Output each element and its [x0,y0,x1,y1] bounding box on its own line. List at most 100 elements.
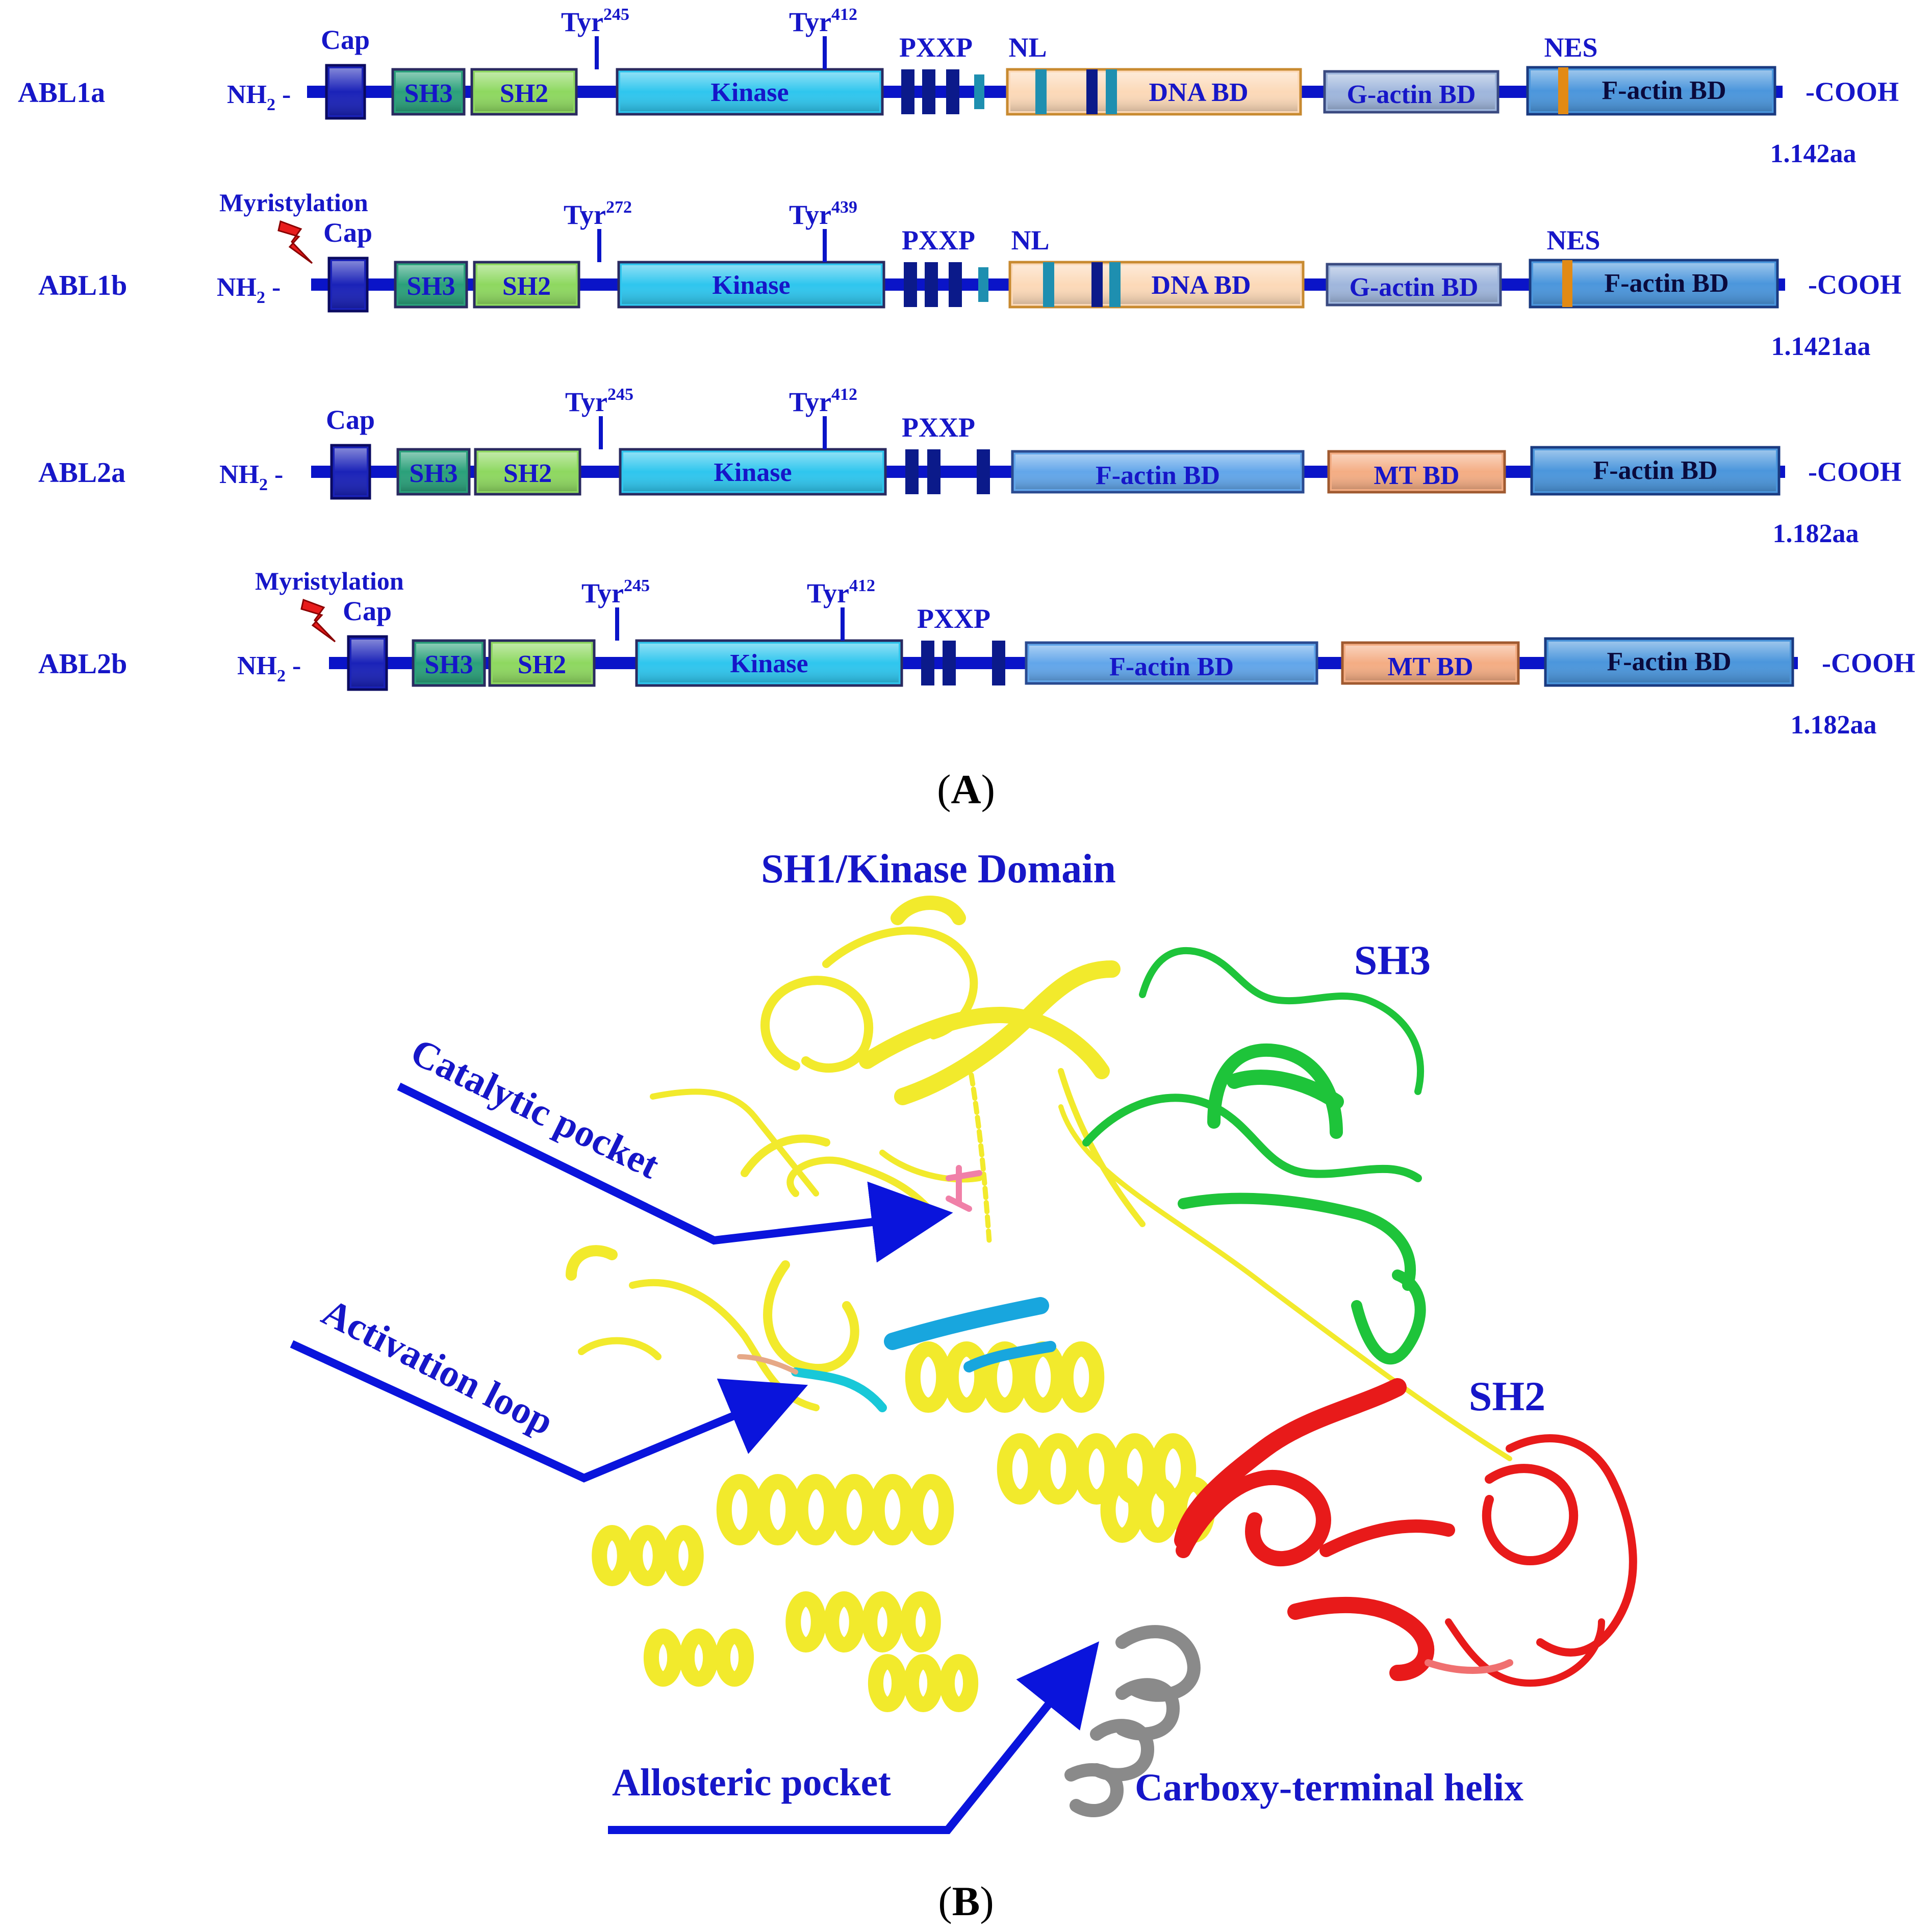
helix-turn [862,1591,903,1653]
cap-label: Cap [321,24,370,55]
pxxp-motif [901,69,914,114]
pxxp-motif [927,449,940,494]
helix-turn [831,1474,878,1545]
nh2-dash: - [268,460,283,489]
nh2-terminus: NH2 - [237,651,301,685]
helix-turn [824,1591,865,1653]
pxxp-label: PXXP [917,603,990,634]
nh2-dash: - [275,80,291,109]
sh3-domain [391,68,466,116]
sh3-domain-label: SH3 [409,459,457,488]
helix-turn [663,1525,704,1586]
pxxp-motif [925,262,938,307]
pxxp-label: PXXP [902,225,975,256]
kinase-domain [617,261,885,309]
activation-loop-arrow [290,1340,808,1483]
nuclear-localization-motif [1091,262,1103,307]
kinase-helix-coils [592,1341,1215,1712]
pxxp-motif [921,641,934,685]
pxxp-motif [949,262,962,307]
sh2-domain-label: SH2 [503,459,552,488]
nes-label: NES [1544,32,1597,63]
helix-turn [997,1433,1044,1505]
sh3-domain-label: SH3 [424,650,473,679]
pxxp-motif [905,449,919,494]
sh3-domain [412,639,486,687]
nh2-terminus: NH2 - [217,273,281,307]
myristylation-label: Myristylation [219,188,368,217]
nuclear-localization-motif [1035,69,1047,114]
cooh-terminus: -COOH [1806,77,1899,107]
dna-bd-label: DNA BD [1149,78,1248,107]
pxxp-motif-teal [974,74,984,109]
pxxp-motif [904,262,917,307]
nuclear-localization-motif [1043,262,1054,307]
pxxp-label: PXXP [902,412,975,443]
helix-turn [903,1654,943,1712]
cooh-terminus: -COOH [1808,456,1901,487]
helix-turn [1136,1477,1180,1543]
helix-turn [869,1474,916,1545]
protein-name: ABL2b [38,648,127,680]
dna-binding-domain [1008,261,1305,309]
helix-turn [627,1525,668,1586]
catalytic-ligand [946,1165,982,1212]
kinase-domain [616,68,884,116]
activation-loop-label: Activation loop [315,1290,560,1443]
f-actin-binding-domain-1 [1025,641,1318,685]
nuclear-localization-motif [1109,262,1121,307]
helix-turn [785,1591,826,1653]
myristylation-label: Myristylation [255,567,404,595]
nh2-text: NH [217,273,257,302]
sh2-domain [488,639,596,687]
nh2-subscript: 2 [277,667,286,685]
sh3-domain [396,448,471,496]
helix-turn [716,1474,763,1545]
pxxp-motif [922,69,935,114]
helix-turn [793,1474,840,1545]
sh3-domain-label: SH3 [406,272,455,301]
helix-turn [1020,1341,1066,1413]
cap-domain [347,635,388,691]
g-actin-binding-domain [1323,70,1499,114]
cap-label: Cap [343,596,392,626]
pxxp-motif [946,69,959,114]
f-actin-bd-1-label: F-actin BD [1096,461,1220,490]
sh2-domain [474,448,581,496]
g-actin-bd-label: G-actin BD [1350,273,1479,302]
helix-turn [905,1341,952,1413]
helix-turn [643,1629,683,1687]
cap-domain [327,257,369,313]
kinase-domain [635,639,903,687]
sh2-domain-label: SH2 [518,650,566,679]
f-actin-bd-1-label: F-actin BD [1109,652,1234,681]
nuclear-localization-motif [1106,69,1117,114]
allosteric-pocket-arrow [608,1641,1100,1834]
sh2-label: SH2 [1469,1373,1545,1419]
sh2-domain-label: SH2 [502,272,551,301]
panel-a-label: (A) [937,766,995,812]
nh2-text: NH [237,651,277,680]
helix-turn [715,1629,754,1687]
pxxp-label: PXXP [899,32,973,63]
carboxy-terminal-helix-ribbon [1064,1625,1201,1817]
nh2-text: NH [227,80,267,109]
nh2-dash: - [265,273,281,302]
mt-bd-label: MT BD [1387,652,1473,681]
nes-motif [1562,260,1572,307]
sh2-domain [470,68,578,116]
cap-label: Cap [326,404,375,435]
nes-motif [1558,67,1568,114]
tyrosine-site-label: Tyr245 [561,5,629,37]
kinase-domain-label: Kinase [710,78,789,107]
microtubule-binding-domain [1341,641,1520,685]
pxxp-motif [992,641,1005,685]
f-actin-binding-domain-1 [1011,450,1305,494]
f-actin-binding-domain [1526,66,1776,116]
